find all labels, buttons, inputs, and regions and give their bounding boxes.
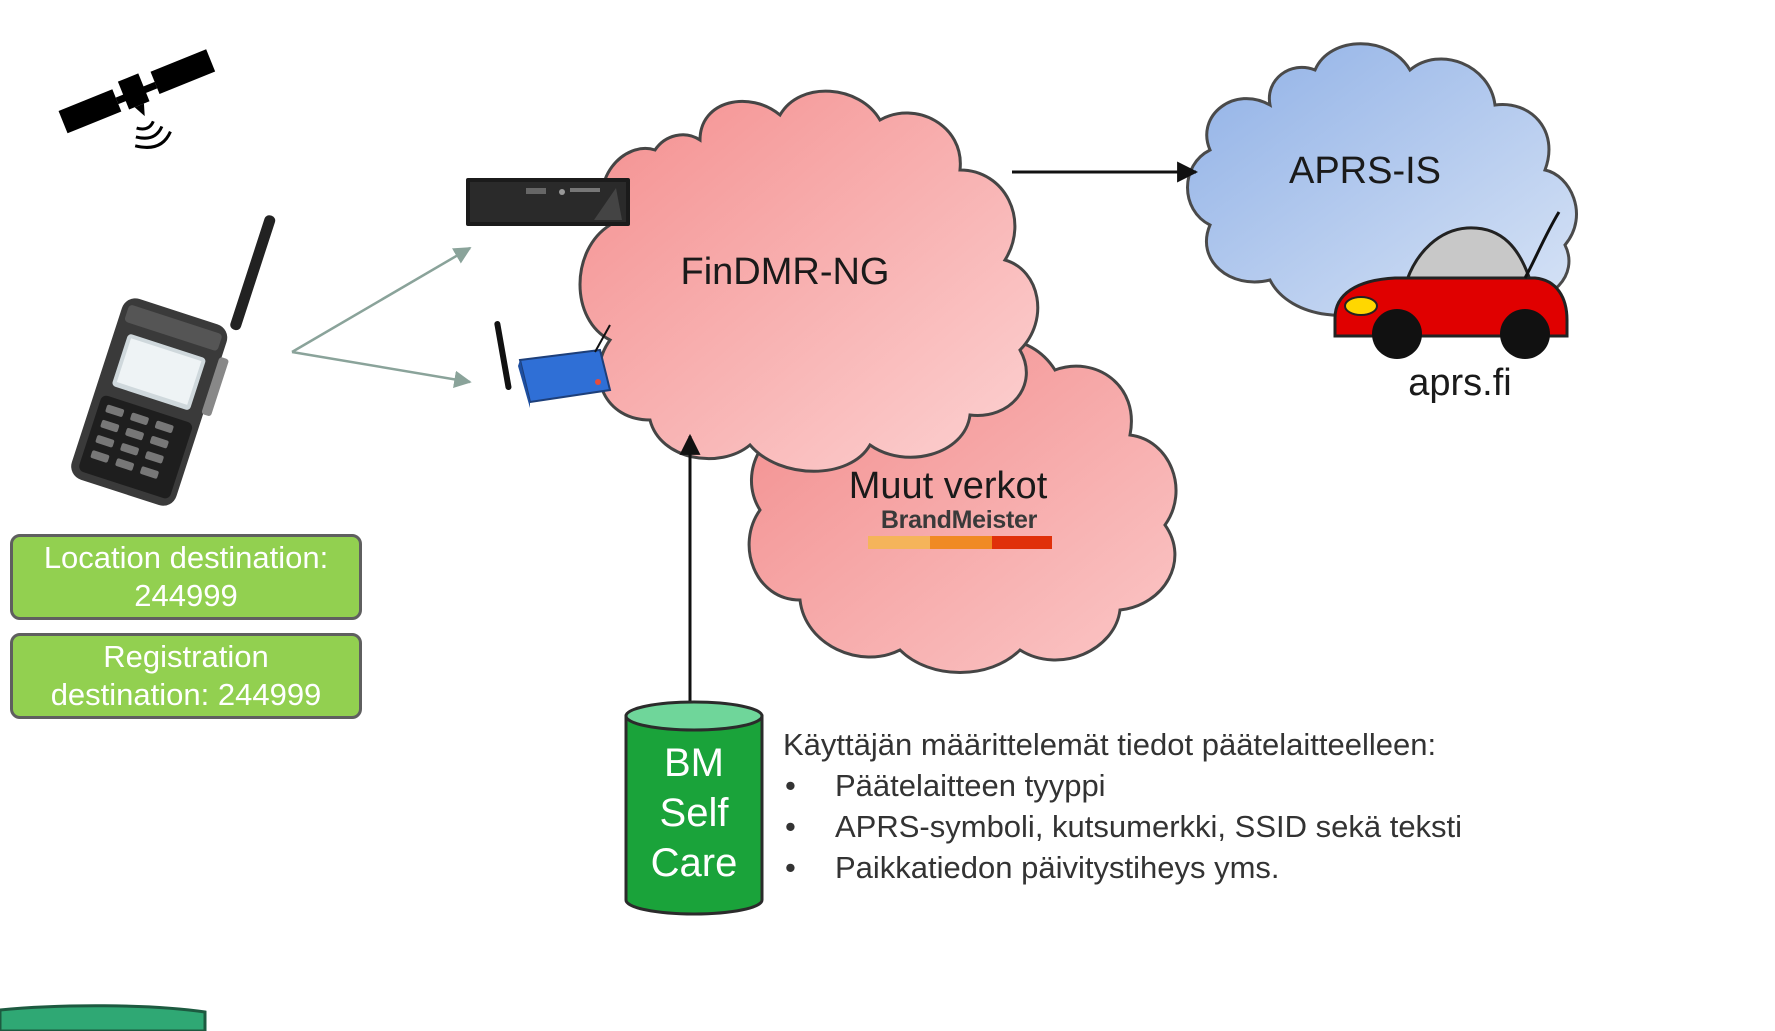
notes-item: APRS-symboli, kutsumerkki, SSID sekä tek…: [783, 806, 1563, 847]
location-destination-line1: Location destination:: [43, 540, 329, 575]
radio-uplinks: [291, 246, 472, 389]
registration-destination-line1: Registration: [103, 639, 269, 674]
notes-title: Käyttäjän määrittelemät tiedot päätelait…: [783, 727, 1437, 762]
brandmeister-logo-text: BrandMeister: [880, 506, 1038, 534]
other-networks-label: Muut verkot: [849, 465, 1048, 507]
hotspot-icon: [494, 321, 612, 408]
registration-destination-line2: destination: 244999: [50, 677, 322, 712]
repeater-icon: [466, 178, 630, 226]
findmr-cloud: [578, 89, 1040, 473]
database-label-line1: BM: [664, 741, 724, 785]
registration-destination-box: Registration destination: 244999: [10, 633, 362, 719]
partial-shape: [0, 1004, 207, 1031]
satellite-icon: [58, 49, 216, 149]
findmr-cloud-label: FinDMR-NG: [681, 251, 890, 293]
aprs-is-label: APRS-IS: [1289, 150, 1441, 192]
location-destination-line2: 244999: [134, 578, 238, 613]
aprs-site-label: aprs.fi: [1408, 362, 1511, 404]
database-label-line2: Self: [659, 791, 729, 835]
notes-item: Päätelaitteen tyyppi: [783, 765, 1563, 806]
notes-list: Päätelaitteen tyyppi APRS-symboli, kutsu…: [783, 765, 1563, 888]
database-icon: [624, 700, 764, 916]
brandmeister-logo: [868, 536, 1052, 549]
car-icon: [1333, 211, 1569, 359]
database-label: BM Self Care: [626, 738, 762, 888]
notes-item: Paikkatiedon päivitystiheys yms.: [783, 847, 1563, 888]
database-label-line3: Care: [650, 841, 738, 885]
user-settings-notes: Käyttäjän määrittelemät tiedot päätelait…: [783, 724, 1563, 888]
radio-handset-icon: [71, 215, 276, 506]
location-destination-box: Location destination: 244999: [10, 534, 362, 620]
